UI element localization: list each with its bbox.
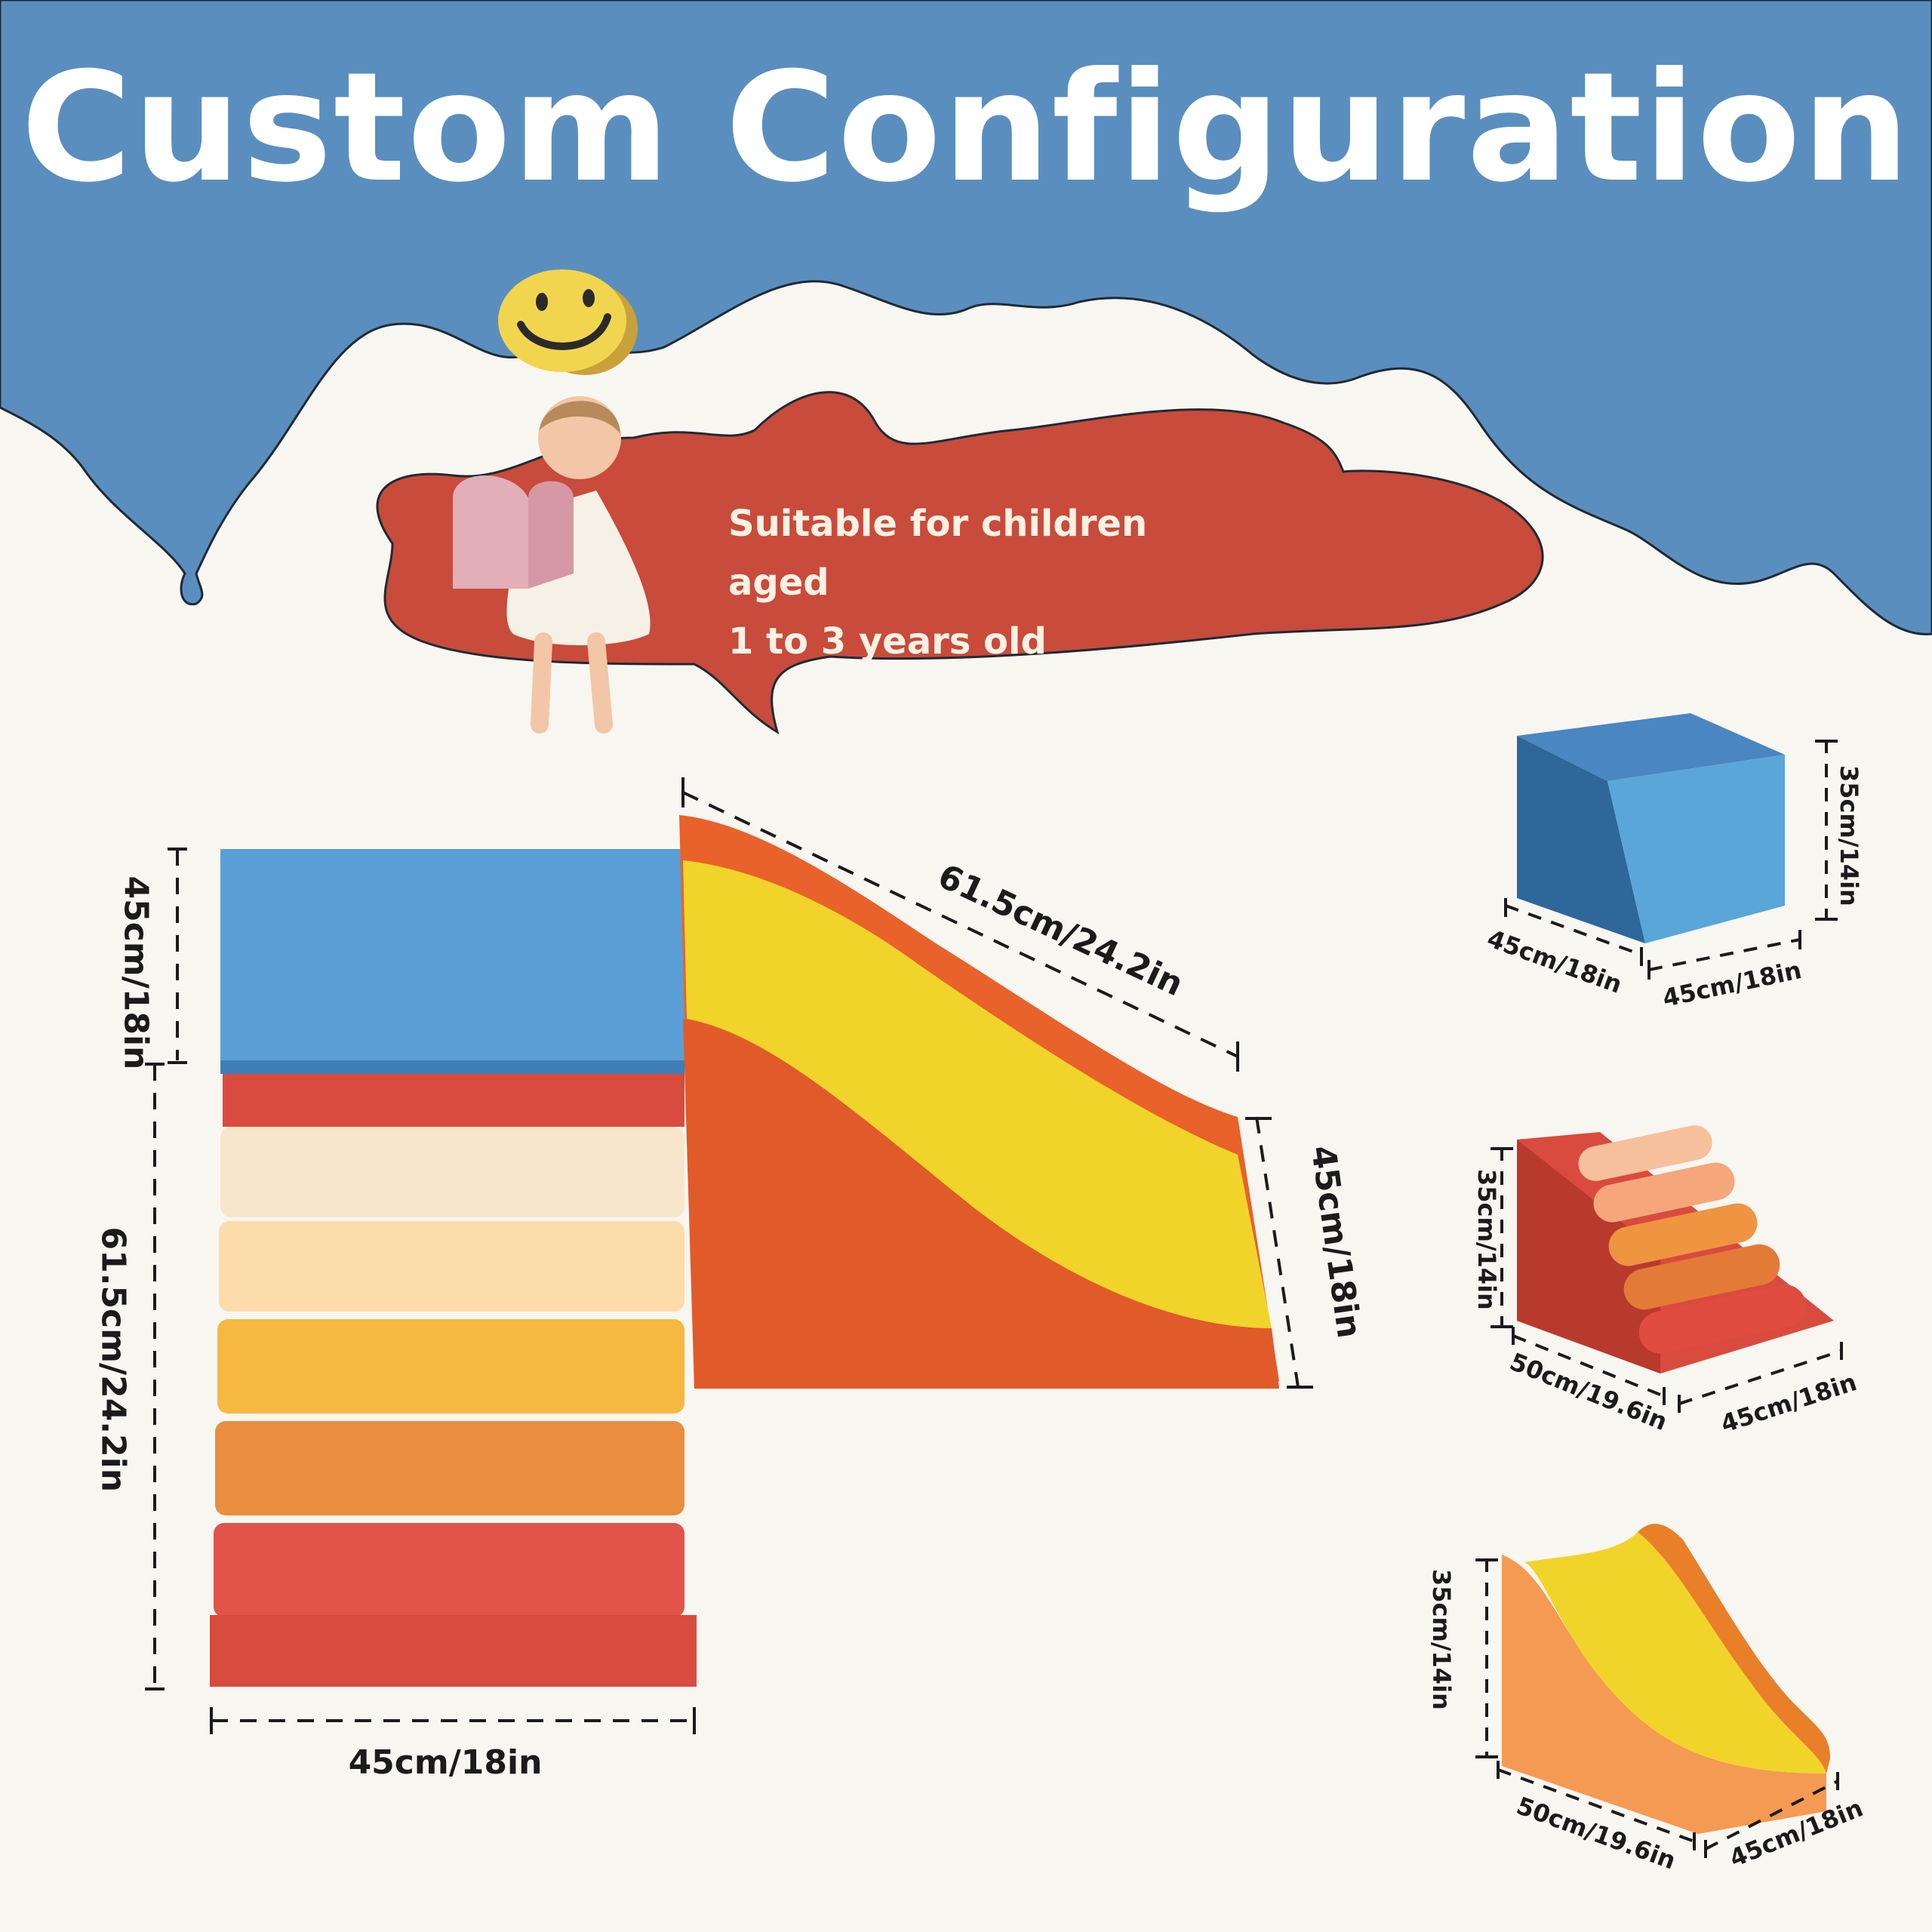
age-line-2: 1 to 3 years old (728, 620, 1047, 663)
age-line-1: Suitable for children aged (728, 503, 1148, 604)
sky-background (0, 0, 1932, 635)
top-blue-block (220, 849, 685, 1072)
small-slide-dimension-lines (1475, 1558, 1839, 1858)
stair-height-label: 61.5cm/24.2in (94, 1226, 133, 1493)
top-block-height-label: 45cm/18in (116, 875, 155, 1070)
smiley-face-icon (498, 269, 638, 375)
main-slide (679, 815, 1279, 1389)
small-slide-piece (1502, 1524, 1830, 1834)
stairs-dimension-lines (1491, 1147, 1843, 1413)
stairs-height-label: 35cm/14in (1472, 1169, 1501, 1310)
main-stair-set (210, 849, 697, 1687)
child-with-arch-block-icon (453, 396, 651, 734)
age-speech-bubble (376, 391, 1544, 735)
age-suitability-text: Suitable for children aged 1 to 3 years … (728, 494, 1257, 671)
cube-piece (1517, 713, 1785, 943)
base-width-label: 45cm/18in (348, 1743, 543, 1782)
cube-height-label: 35cm/14in (1835, 765, 1863, 906)
cube-dimension-lines (1504, 740, 1838, 980)
page-title: Custom Configuration (20, 40, 1912, 216)
small-slide-height-label: 35cm/14in (1427, 1569, 1456, 1710)
stairs-piece (1517, 1125, 1834, 1374)
main-dimension-lines (145, 777, 1313, 1734)
